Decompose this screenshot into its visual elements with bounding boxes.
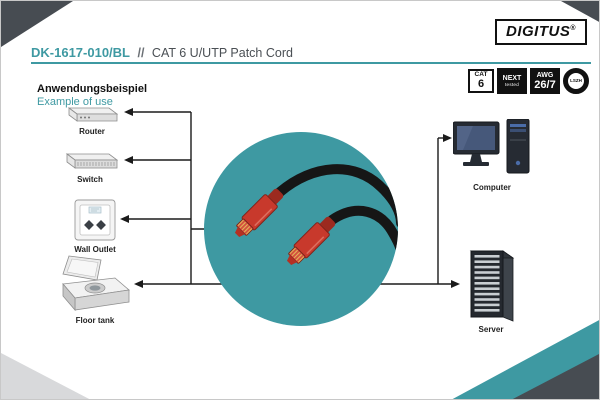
computer-icon <box>453 119 530 174</box>
rj45-connector-right <box>286 216 336 266</box>
product-name: CAT 6 U/UTP Patch Cord <box>151 46 293 60</box>
section-title-german: Anwendungsbeispiel <box>37 83 148 95</box>
corner-triangle-top-left <box>1 1 73 47</box>
floor-tank-label: Floor tank <box>75 316 115 325</box>
patch-cord-photo <box>234 164 398 266</box>
registered-mark: ® <box>570 25 576 32</box>
product-title: DK-1617-010/BL // CAT 6 U/UTP Patch Cord <box>31 45 293 60</box>
corner-triangle-bottom-left <box>1 353 90 399</box>
rj45-connector-left <box>234 188 284 238</box>
header-divider <box>31 62 591 64</box>
corner-triangle-top-right <box>561 1 599 22</box>
server-label: Server <box>478 325 504 334</box>
router-icon <box>67 107 119 122</box>
tower <box>506 119 530 174</box>
router-label: Router <box>79 127 105 136</box>
computer-label: Computer <box>473 183 511 192</box>
monitor <box>453 121 500 166</box>
floor-tank-icon <box>62 255 130 312</box>
lszh-badge: LSZH <box>563 68 589 94</box>
next-badge: NEXT tested <box>497 68 527 94</box>
connection-lines <box>128 111 452 285</box>
certification-badges: CAT 6 NEXT tested AWG 26/7 LSZH <box>468 68 589 94</box>
switch-icon <box>65 153 119 169</box>
title-separator: // <box>137 46 145 60</box>
switch-label: Switch <box>77 175 103 184</box>
product-code: DK-1617-010/BL <box>31 45 130 60</box>
cat6-badge: CAT 6 <box>468 69 494 93</box>
arrowheads <box>120 108 460 288</box>
brand-text: DIGITUS <box>505 23 571 40</box>
awg-badge: AWG 26/7 <box>530 68 560 94</box>
server-icon <box>469 250 515 322</box>
wall-outlet-icon <box>74 199 116 241</box>
section-title-english: Example of use <box>37 96 113 108</box>
cable-strand-2 <box>327 205 398 266</box>
digitus-logo: DIGITUS® <box>494 19 587 45</box>
photo-circle <box>204 132 398 326</box>
server-vents <box>474 255 500 312</box>
cable-strand-1 <box>275 164 398 228</box>
wall-outlet-label: Wall Outlet <box>74 245 116 254</box>
corner-triangle-bottom-right <box>512 354 599 399</box>
